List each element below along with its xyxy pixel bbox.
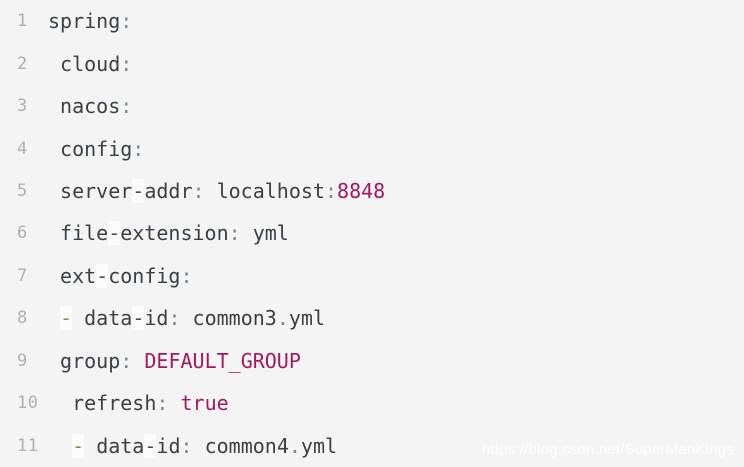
- code-text: ext-config:: [48, 263, 193, 288]
- code-token: config: [108, 263, 181, 288]
- code-text: - data-id: common4.yml: [48, 433, 338, 458]
- code-token: id: [144, 306, 169, 331]
- code-token: [48, 221, 60, 245]
- code-token: [48, 52, 60, 76]
- code-token: group: [60, 348, 121, 373]
- code-token: [48, 94, 60, 118]
- code-token: yml: [300, 433, 338, 458]
- code-token: DEFAULT_GROUP: [144, 348, 301, 373]
- code-text: refresh: true: [48, 391, 229, 415]
- line-number: 8: [17, 308, 28, 329]
- code-token: :: [192, 178, 205, 203]
- code-line: 11 - data-id: common4.yml: [0, 424, 744, 466]
- code-token: [132, 349, 144, 373]
- code-line: 7 ext-config:: [0, 255, 744, 297]
- code-line: 3 nacos:: [0, 85, 744, 127]
- code-text: nacos:: [48, 94, 132, 118]
- code-token: ext: [60, 263, 97, 288]
- code-token: -: [108, 221, 121, 246]
- code-token: id: [156, 433, 181, 458]
- code-line: 4 config:: [0, 127, 744, 169]
- code-token: localhost: [204, 178, 325, 203]
- code-token: server: [60, 178, 133, 203]
- code-line: 9 group: DEFAULT_GROUP: [0, 340, 744, 382]
- code-line: 5 server-addr: localhost:8848: [0, 170, 744, 212]
- code-token: -: [132, 306, 145, 331]
- code-token: .: [276, 306, 289, 331]
- code-text: file-extension: yml: [48, 221, 289, 246]
- code-token: :: [120, 348, 133, 373]
- code-token: :: [120, 51, 133, 76]
- line-number: 10: [17, 393, 39, 414]
- line-number: 5: [17, 180, 28, 201]
- code-line: 2 cloud:: [0, 42, 744, 84]
- code-token: common3: [180, 306, 277, 331]
- code-token: :: [132, 136, 145, 161]
- code-token: yml: [240, 221, 289, 246]
- code-token: -: [144, 433, 157, 458]
- line-number: 9: [17, 350, 28, 371]
- code-token: yml: [288, 306, 325, 331]
- code-token: data: [84, 306, 133, 331]
- line-number: 4: [17, 138, 28, 159]
- code-token: -: [132, 178, 145, 203]
- code-text: config:: [48, 137, 144, 161]
- code-text: - data-id: common3.yml: [48, 306, 325, 331]
- code-token: -: [96, 263, 109, 288]
- code-token: [48, 306, 60, 330]
- code-line: 10 refresh: true: [0, 382, 744, 424]
- code-token: data: [96, 433, 145, 458]
- code-token: [48, 391, 72, 415]
- code-token: :: [180, 263, 193, 288]
- code-token: [84, 434, 96, 458]
- code-line: 8 - data-id: common3.yml: [0, 297, 744, 339]
- code-text: server-addr: localhost:8848: [48, 178, 386, 203]
- code-token: [48, 179, 60, 203]
- code-token: common4: [192, 433, 289, 458]
- code-token: [168, 391, 180, 415]
- code-token: spring: [48, 9, 121, 34]
- code-line: 6 file-extension: yml: [0, 212, 744, 254]
- code-token: [48, 349, 60, 373]
- code-token: -: [72, 433, 85, 458]
- code-token: -: [60, 306, 73, 331]
- code-token: true: [180, 391, 229, 416]
- line-number: 11: [17, 435, 39, 456]
- code-token: file: [60, 221, 109, 246]
- code-token: :: [120, 9, 133, 34]
- code-token: :: [168, 306, 181, 331]
- code-token: refresh: [72, 391, 157, 416]
- code-token: [72, 306, 84, 330]
- line-number: 7: [17, 265, 28, 286]
- line-number: 6: [17, 223, 28, 244]
- code-token: [48, 137, 60, 161]
- code-token: 8848: [337, 178, 386, 203]
- code-token: cloud: [60, 51, 121, 76]
- code-token: :: [228, 221, 241, 246]
- code-text: cloud:: [48, 52, 132, 76]
- line-number: 3: [17, 96, 28, 117]
- line-number: 2: [17, 53, 28, 74]
- code-text: spring:: [48, 9, 132, 33]
- code-token: :: [156, 391, 169, 416]
- code-line: 1 spring:: [0, 0, 744, 42]
- line-number: 1: [17, 11, 28, 32]
- code-text: group: DEFAULT_GROUP: [48, 349, 301, 373]
- code-token: :: [324, 178, 338, 203]
- code-token: :: [180, 433, 193, 458]
- code-token: extension: [120, 221, 229, 246]
- code-token: :: [120, 94, 133, 119]
- code-token: [48, 434, 72, 458]
- code-token: [48, 264, 60, 288]
- code-token: config: [60, 136, 133, 161]
- code-token: addr: [144, 178, 193, 203]
- code-token: .: [288, 433, 301, 458]
- code-token: nacos: [60, 94, 121, 119]
